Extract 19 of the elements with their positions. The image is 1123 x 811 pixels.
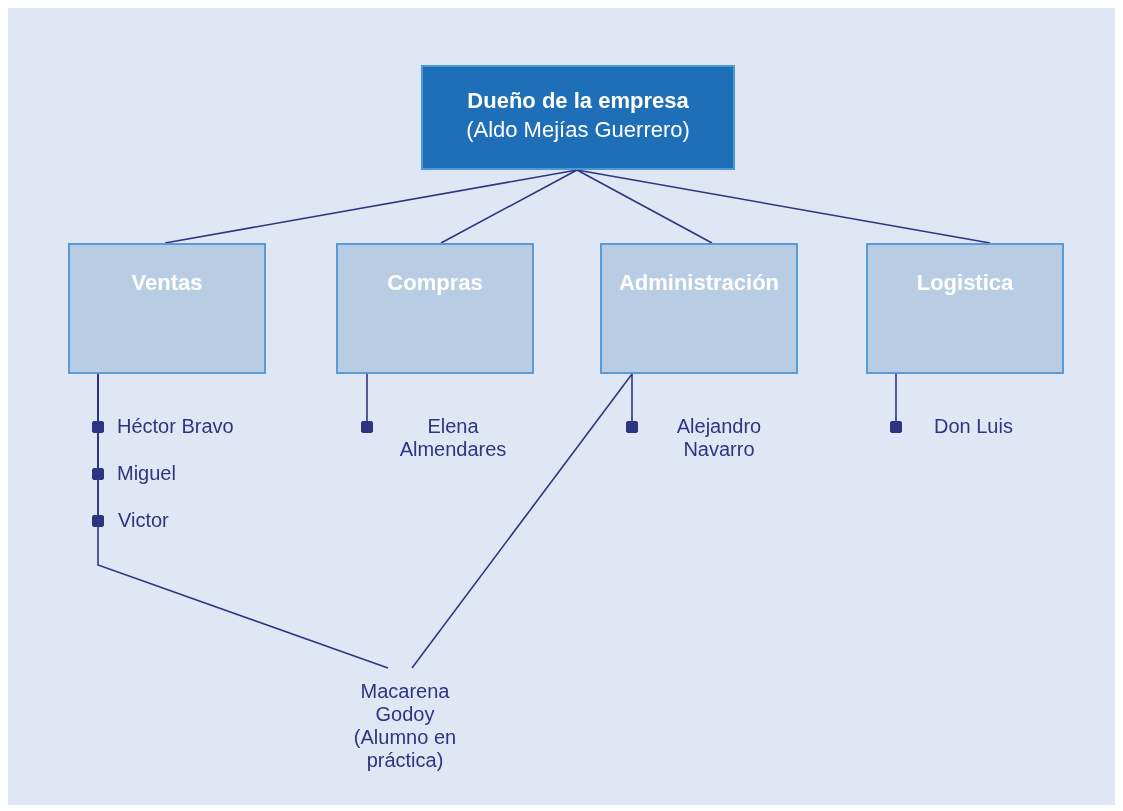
department-box: Ventas — [68, 243, 266, 374]
department-box: Compras — [336, 243, 534, 374]
person-name: Héctor Bravo — [117, 415, 235, 438]
person-name: Victor — [118, 509, 170, 532]
person-name: Macarena Godoy — [359, 680, 451, 726]
person-name: (Alumno en práctica) — [352, 726, 458, 772]
person-name: Miguel — [117, 462, 177, 485]
connector-line — [359, 373, 375, 435]
connector-line — [576, 169, 713, 244]
connector-line — [440, 169, 578, 244]
person-name: Alejandro Navarro — [675, 415, 763, 461]
owner-box: Dueño de la empresa (Aldo Mejías Guerrero) — [421, 65, 735, 170]
connector-line — [624, 373, 640, 435]
department-box: Logistica — [866, 243, 1064, 374]
department-box: Administración — [600, 243, 798, 374]
connector-line — [888, 373, 904, 435]
person-name: Elena Almendares — [398, 415, 508, 461]
connector-line — [411, 373, 633, 669]
person-name: Don Luis — [934, 415, 1014, 438]
